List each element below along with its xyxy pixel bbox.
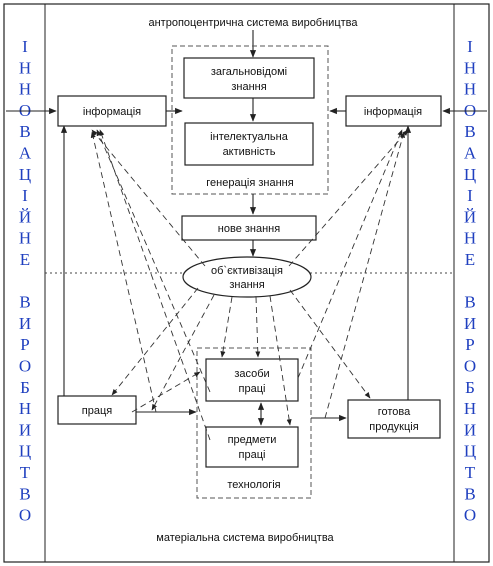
side-letter: О [19, 506, 31, 525]
means-of-labor-label-2: праці [239, 383, 266, 395]
side-letter: Н [19, 399, 31, 418]
side-letter: І [22, 37, 28, 56]
objects-of-labor-label-2: праці [239, 449, 266, 461]
side-letter: Н [464, 58, 476, 77]
side-letter: В [19, 122, 30, 141]
objectivization-to-product [289, 289, 371, 399]
objectivization-to-means-2 [255, 296, 261, 358]
side-letter: И [464, 420, 476, 439]
objects-to-info-left [99, 129, 211, 441]
side-letter: В [464, 122, 475, 141]
technology-group [196, 347, 312, 499]
labor-to-means [131, 371, 201, 413]
objectivization-to-means [220, 296, 233, 358]
side-letter: О [464, 101, 476, 120]
objectivization-to-objects [269, 295, 292, 426]
side-letter: Н [19, 229, 31, 248]
side-letter: Т [465, 463, 476, 482]
side-letter: О [464, 506, 476, 525]
intellectual-activity-label-1: інтелектуальна [210, 131, 289, 143]
side-letter: Ц [464, 165, 476, 184]
knowledge-group-label: генерація знання [206, 177, 293, 189]
side-letter: А [19, 144, 32, 163]
finished-product-box [347, 399, 441, 439]
objectivization-label-2: знання [229, 279, 264, 291]
side-letter: І [467, 37, 473, 56]
feedback-to-info-right [288, 129, 409, 267]
technology-group-label: технологія [227, 479, 280, 491]
labor-label: праця [82, 405, 112, 417]
side-letter: Б [20, 378, 30, 397]
side-letter: Н [464, 229, 476, 248]
side-letter: И [19, 314, 31, 333]
side-letter: Е [20, 250, 30, 269]
side-letter: В [464, 293, 475, 312]
side-letter: А [464, 144, 477, 163]
general-knowledge-label-1: загальновідомі [211, 66, 287, 78]
outer-frame [3, 3, 490, 563]
side-letter: Н [19, 58, 31, 77]
side-letter: О [464, 357, 476, 376]
side-letter: О [19, 357, 31, 376]
bottom-label: матеріальна система виробництва [156, 532, 334, 544]
info-left-label: інформація [83, 106, 141, 118]
objects-of-labor-label-1: предмети [228, 434, 277, 446]
side-letter: Р [465, 335, 474, 354]
side-letter: Ц [19, 442, 31, 461]
side-letter: Ц [19, 165, 31, 184]
side-letter: В [19, 293, 30, 312]
objectivization-ellipse [182, 256, 312, 298]
side-letter: И [19, 420, 31, 439]
objects-of-labor-box [205, 426, 299, 468]
labor-line-to-info-left [90, 131, 157, 413]
finished-product-label-1: готова [378, 406, 411, 418]
side-letter: І [22, 186, 28, 205]
finished-product-label-2: продукція [369, 421, 418, 433]
general-knowledge-label-2: знання [231, 81, 266, 93]
intellectual-activity-label-2: активність [223, 146, 276, 158]
side-letter: И [464, 314, 476, 333]
product-line-to-info-right [324, 131, 405, 419]
side-letter: Е [465, 250, 475, 269]
objectivization-label-1: об`єктивізація [211, 265, 283, 277]
side-letter: О [19, 101, 31, 120]
new-knowledge-box [181, 215, 317, 241]
side-letter: Й [19, 207, 31, 226]
objectivization-to-labor-2 [151, 294, 215, 411]
means-to-info-left [96, 129, 211, 393]
side-letter: В [19, 484, 30, 503]
side-letter: Й [464, 207, 476, 226]
side-letter: В [464, 484, 475, 503]
side-letter: Н [19, 80, 31, 99]
intellectual-activity-box [184, 122, 314, 166]
means-of-labor-label-1: засоби [234, 368, 269, 380]
means-to-info-right [297, 129, 403, 379]
top-label: антропоцентрична система виробництва [148, 17, 358, 29]
side-letter: Т [20, 463, 31, 482]
info-right-label: інформація [364, 106, 422, 118]
general-knowledge-box [183, 57, 315, 99]
labor-box [57, 395, 137, 425]
side-letter: Б [465, 378, 475, 397]
new-knowledge-label: нове знання [218, 223, 280, 235]
side-letter: Н [464, 399, 476, 418]
side-letter: Р [20, 335, 29, 354]
side-letter: І [467, 186, 473, 205]
objectivization-to-labor [111, 287, 199, 396]
side-letter: Н [464, 80, 476, 99]
side-letter: Ц [464, 442, 476, 461]
